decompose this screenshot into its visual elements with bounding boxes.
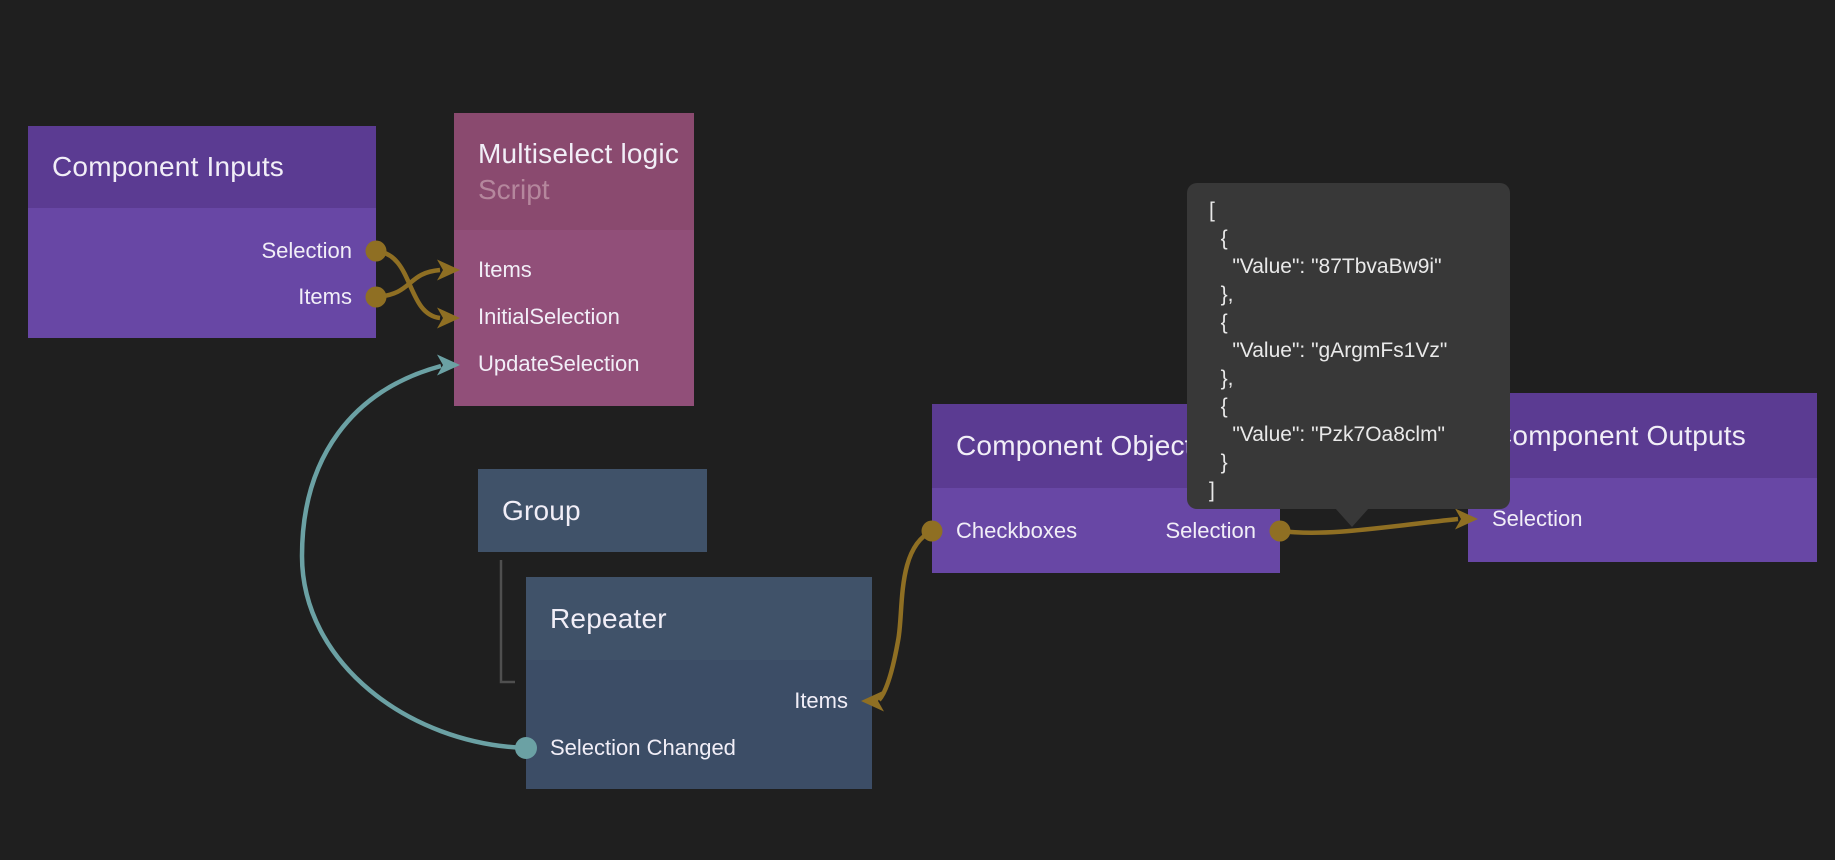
node-header[interactable]: Group	[478, 469, 707, 552]
port-selection-output[interactable]: Selection	[1165, 517, 1256, 545]
port-label: Items	[298, 284, 352, 309]
tooltip-json-text: [ { "Value": "87TbvaBw9i" }, { "Value": …	[1209, 199, 1448, 502]
node-title: Repeater	[550, 602, 667, 634]
node-header[interactable]: Component Inputs	[28, 126, 376, 208]
node-multiselect-logic[interactable]: Multiselect logic Script Items InitialSe…	[454, 113, 694, 406]
tooltip-arrow-down	[1335, 508, 1369, 527]
node-body: Selection	[1468, 478, 1817, 562]
port-selection-input[interactable]: Selection	[1492, 505, 1583, 533]
wire-selection-changed-to-updateselection[interactable]	[299, 363, 527, 751]
port-label: Items	[478, 257, 532, 282]
value-tooltip: [ { "Value": "87TbvaBw9i" }, { "Value": …	[1187, 183, 1510, 527]
port-label: Selection	[1165, 518, 1256, 543]
wire-checkboxes-to-repeater-items[interactable]	[877, 528, 934, 702]
node-subtitle: Script	[478, 173, 550, 205]
node-repeater[interactable]: Repeater Items Selection Changed	[526, 577, 872, 789]
port-label: UpdateSelection	[478, 351, 640, 376]
hierarchy-connector-line	[499, 560, 515, 684]
port-items-input[interactable]: Items	[478, 256, 532, 284]
wire-selection-to-component-outputs[interactable]	[1279, 516, 1459, 535]
wire-selection-to-initialselection[interactable]	[375, 248, 441, 321]
port-label: Items	[794, 688, 848, 713]
port-label: Selection Changed	[550, 735, 736, 760]
node-group[interactable]: Group	[478, 469, 707, 552]
node-title: Component Object	[956, 430, 1193, 461]
wire-items-to-items[interactable]	[375, 267, 441, 300]
port-initialselection-input[interactable]: InitialSelection	[478, 303, 620, 331]
node-header[interactable]: Component Outputs	[1468, 393, 1817, 478]
node-component-inputs[interactable]: Component Inputs Selection Items	[28, 126, 376, 338]
node-title: Component Inputs	[52, 151, 285, 182]
node-body: Selection Items	[28, 208, 376, 338]
node-title: Group	[502, 494, 581, 526]
port-selection-changed-output[interactable]: Selection Changed	[550, 734, 736, 762]
node-header[interactable]: Repeater	[526, 577, 872, 660]
port-checkboxes-output[interactable]: Checkboxes	[956, 517, 1077, 545]
node-body: Items InitialSelection UpdateSelection	[454, 230, 694, 406]
port-label: InitialSelection	[478, 304, 620, 329]
node-header[interactable]: Multiselect logic Script	[454, 113, 694, 230]
node-title: Component Outputs	[1492, 419, 1746, 451]
node-title: Multiselect logic	[478, 137, 680, 169]
port-label: Checkboxes	[956, 518, 1078, 543]
port-label: Selection	[261, 238, 352, 263]
node-component-outputs[interactable]: Component Outputs Selection	[1468, 393, 1817, 562]
port-selection-output[interactable]: Selection	[261, 237, 352, 265]
port-items-output[interactable]: Items	[298, 283, 352, 311]
node-body: Items Selection Changed	[526, 660, 872, 789]
port-updateselection-input[interactable]: UpdateSelection	[478, 350, 639, 378]
port-items-input[interactable]: Items	[794, 687, 848, 715]
port-label: Selection	[1492, 506, 1583, 531]
node-body: Checkboxes Selection	[932, 488, 1280, 573]
